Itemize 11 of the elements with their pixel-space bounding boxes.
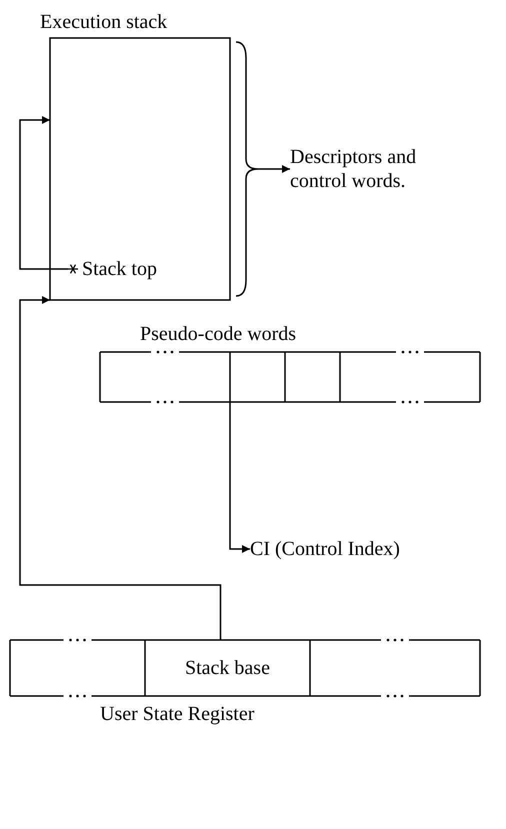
label: Stack top (82, 257, 157, 281)
label: Descriptors and control words. (290, 145, 418, 193)
heading: Pseudo-code words (140, 322, 296, 346)
label: CI (Control Index) (250, 537, 400, 561)
heading: User State Register (100, 702, 254, 726)
label: Stack base (185, 656, 270, 680)
arrow (258, 165, 290, 173)
arrow (19, 296, 222, 640)
arrow (19, 116, 68, 270)
arrow (229, 402, 250, 553)
heading: Execution stack (40, 10, 168, 34)
